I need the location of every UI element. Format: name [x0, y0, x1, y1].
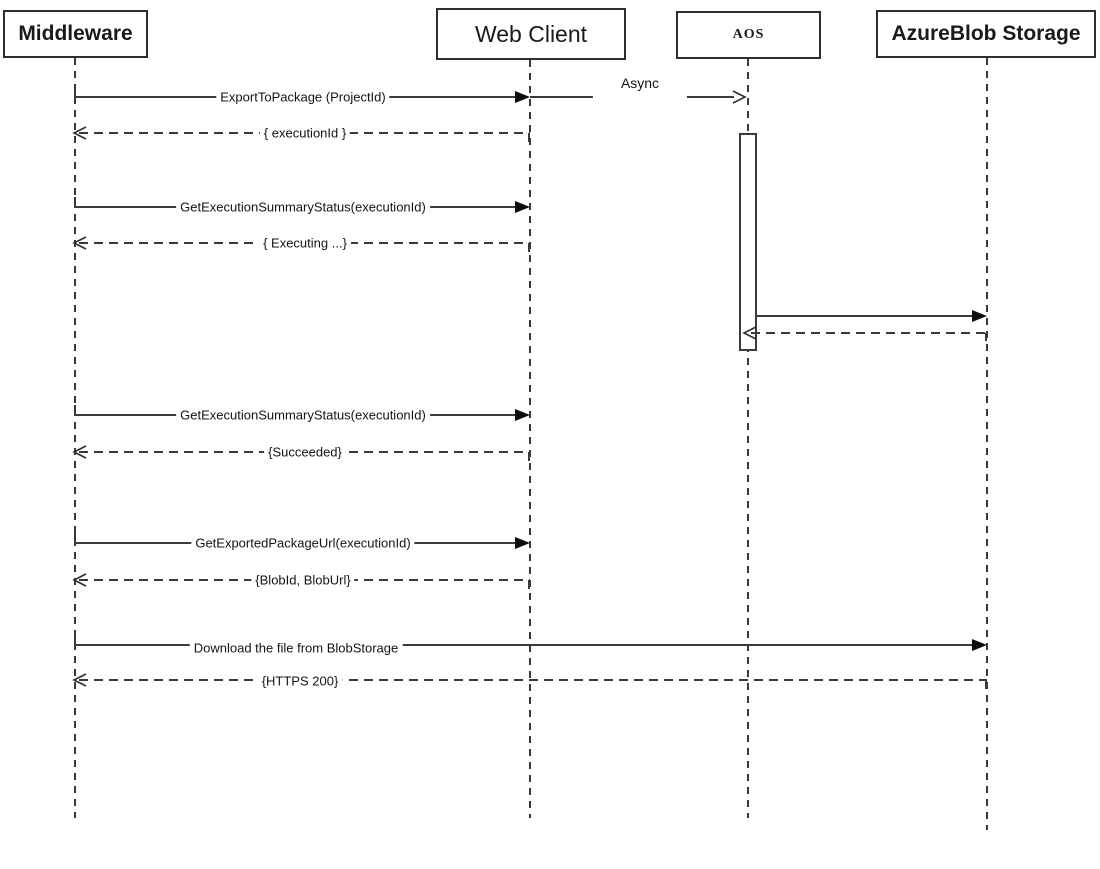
message-line	[757, 315, 975, 317]
message-end-tick	[528, 133, 530, 142]
message-line	[751, 332, 987, 334]
actor-box-azureblob-storage: AzureBlob Storage	[876, 10, 1096, 58]
actor-box-web-client: Web Client	[436, 8, 626, 60]
actor-label-middleware: Middleware	[18, 22, 133, 45]
message-label: GetExecutionSummaryStatus(executionId)	[176, 198, 430, 216]
arrowhead-open-left	[72, 125, 88, 141]
actor-label-azureblob-storage: AzureBlob Storage	[891, 22, 1081, 45]
arrowhead-filled-right	[972, 310, 987, 322]
arrowhead-open-left	[72, 235, 88, 251]
message-label: { executionId }	[259, 124, 351, 142]
arrowhead-filled-right	[515, 91, 530, 103]
actor-box-middleware: Middleware	[3, 10, 148, 58]
message-end-tick	[528, 580, 530, 589]
actor-label-aos: AOS	[732, 27, 765, 42]
activation-bar-aos	[739, 133, 757, 351]
arrowhead-filled-right	[515, 409, 530, 421]
lifeline-web-client	[529, 60, 531, 818]
lifeline-middleware	[74, 58, 76, 818]
message-label: Download the file from BlobStorage	[189, 639, 403, 657]
arrowhead-open-left	[742, 325, 758, 341]
arrowhead-filled-right	[972, 639, 987, 651]
arrowhead-open-left	[72, 444, 88, 460]
message-label: ExportToPackage (ProjectId)	[216, 88, 390, 106]
arrowhead-filled-right	[515, 537, 530, 549]
message-line	[75, 644, 975, 646]
message-end-tick	[528, 452, 530, 461]
message-line	[79, 679, 987, 681]
message-label: GetExportedPackageUrl(executionId)	[191, 534, 415, 552]
arrowhead-open-left	[72, 572, 88, 588]
message-label: {HTTPS 200}	[257, 672, 343, 690]
message-start-tick	[74, 405, 76, 415]
arrowhead-open-left	[72, 672, 88, 688]
message-end-tick	[985, 680, 987, 689]
message-label: {BlobId, BlobUrl}	[251, 571, 355, 589]
arrowhead-open-right	[731, 89, 747, 105]
message-label: Async	[592, 73, 688, 103]
arrowhead-filled-right	[515, 201, 530, 213]
message-end-tick	[985, 333, 987, 341]
message-start-tick	[74, 87, 76, 97]
actor-box-aos: AOS	[676, 11, 821, 59]
message-label: { Executing ...}	[259, 234, 351, 252]
message-label: {Succeeded}	[264, 443, 346, 461]
message-label: GetExecutionSummaryStatus(executionId)	[176, 406, 430, 424]
lifeline-aos	[747, 59, 749, 818]
message-end-tick	[528, 243, 530, 252]
message-start-tick	[74, 197, 76, 207]
actor-label-web-client: Web Client	[474, 20, 588, 47]
message-start-tick	[74, 635, 76, 645]
lifeline-azureblob-storage	[986, 58, 988, 830]
message-start-tick	[74, 533, 76, 543]
